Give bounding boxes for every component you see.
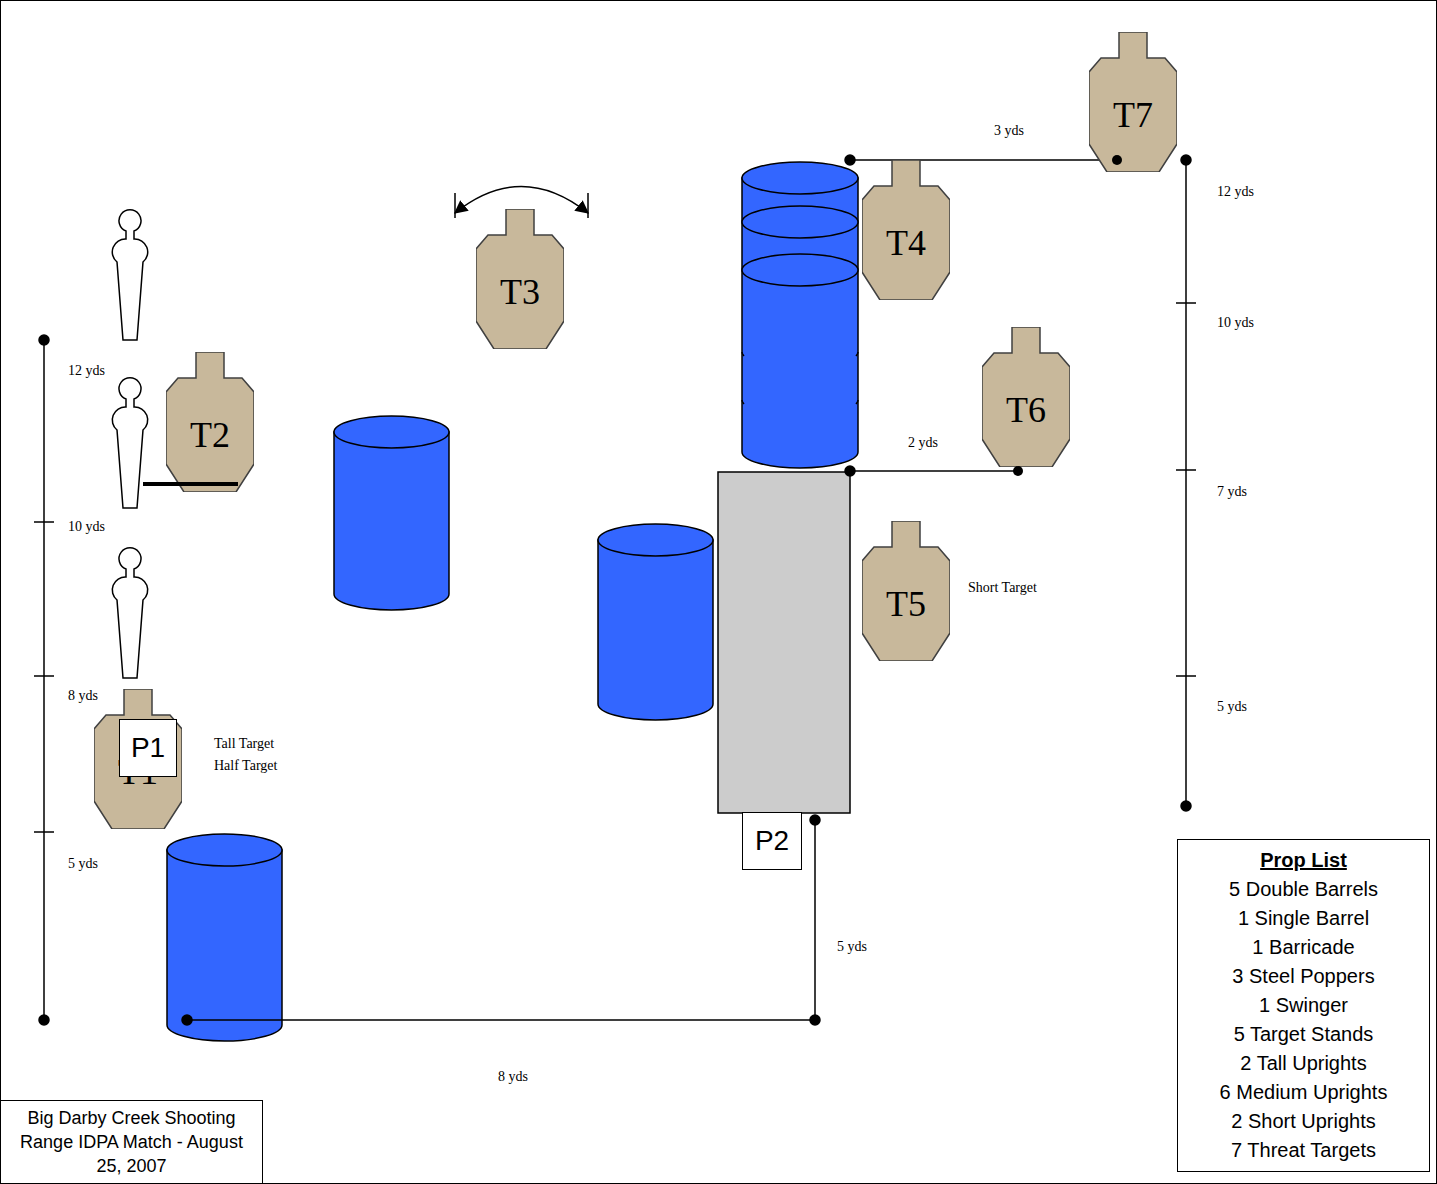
dimension-label: 5 yds: [835, 939, 869, 956]
idpa-target: T7: [1089, 32, 1177, 172]
idpa-target: T4: [862, 160, 950, 300]
prop-list-item: 2 Short Uprights: [1182, 1107, 1425, 1136]
shooting-position: P1: [119, 719, 177, 777]
target-label: T7: [1113, 97, 1153, 133]
steel-popper: [112, 378, 147, 508]
title: Big Darby Creek Shooting Range IDPA Matc…: [9, 1106, 254, 1178]
position-label: P2: [755, 827, 789, 855]
steel-poppers: [112, 210, 147, 678]
barrel: [334, 416, 449, 610]
prop-list-item: 1 Barricade: [1182, 933, 1425, 962]
target-note: Half Target: [212, 758, 279, 775]
dimension-lines: [34, 155, 1196, 1025]
target-label: T2: [190, 417, 230, 453]
barricade: [718, 472, 850, 813]
target-label: T6: [1006, 392, 1046, 428]
prop-list-box: Prop List5 Double Barrels1 Single Barrel…: [1177, 839, 1430, 1172]
barrel: [167, 834, 282, 1041]
target-label: T5: [886, 586, 926, 622]
dimension-label: 12 yds: [1215, 184, 1256, 201]
target-label: T4: [886, 225, 926, 261]
prop-list-item: 2 Tall Uprights: [1182, 1049, 1425, 1078]
steel-popper: [112, 210, 147, 340]
idpa-target: T5: [862, 521, 950, 661]
prop-list-heading: Prop List: [1182, 846, 1425, 875]
dimension-label: 10 yds: [1215, 315, 1256, 332]
dimension-label: 8 yds: [496, 1069, 530, 1086]
idpa-target: T2: [166, 352, 254, 492]
barrels: [167, 162, 858, 1041]
dimension-label: 5 yds: [1215, 699, 1249, 716]
dimension-label: 3 yds: [992, 123, 1026, 140]
dimension-label: 8 yds: [66, 688, 100, 705]
barrel-stack: [742, 162, 858, 468]
prop-list-item: 1 Swinger: [1182, 991, 1425, 1020]
title-box: Big Darby Creek Shooting Range IDPA Matc…: [0, 1100, 263, 1184]
prop-list-item: 6 Medium Uprights: [1182, 1078, 1425, 1107]
dimension-label: 12 yds: [66, 363, 107, 380]
prop-list-item: 7 Threat Targets: [1182, 1136, 1425, 1165]
steel-popper: [112, 548, 147, 678]
prop-list-item: 5 Target Stands: [1182, 1020, 1425, 1049]
idpa-target: T6: [982, 327, 1070, 467]
dimension-label: 7 yds: [1215, 484, 1249, 501]
barrel: [598, 524, 713, 720]
target-label: T3: [500, 274, 540, 310]
target-note: Tall Target: [212, 736, 276, 753]
dimension-label: 5 yds: [66, 856, 100, 873]
prop-list-item: 1 Single Barrel: [1182, 904, 1425, 933]
idpa-target: T3: [476, 209, 564, 349]
target-note: Short Target: [966, 580, 1039, 597]
prop-list-item: 5 Double Barrels: [1182, 875, 1425, 904]
shooting-position: P2: [742, 812, 802, 870]
prop-list-item: 3 Steel Poppers: [1182, 962, 1425, 991]
position-label: P1: [131, 734, 165, 762]
dimension-label: 10 yds: [66, 519, 107, 536]
dimension-label: 2 yds: [906, 435, 940, 452]
